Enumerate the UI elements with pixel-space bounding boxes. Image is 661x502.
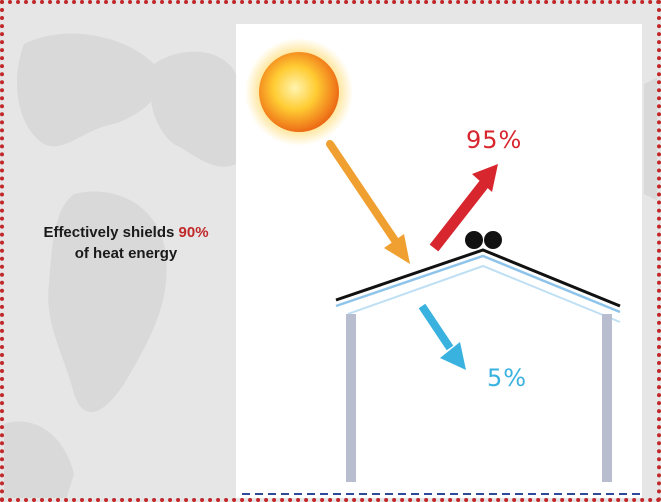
world-map-background (4, 33, 657, 498)
building-walls (346, 314, 612, 482)
transmitted-heat-arrow (418, 303, 466, 370)
sun-icon (245, 38, 353, 146)
incoming-heat-arrow (326, 140, 410, 264)
caption-suffix: of heat energy (74, 245, 178, 262)
reflected-percent-label: 95% (466, 126, 523, 154)
diagram-panel: 95% 5% (236, 24, 642, 498)
caption-highlight-percent: 90% (178, 224, 209, 241)
heat-reflection-diagram (242, 38, 642, 495)
transmitted-percent-label: 5% (487, 364, 528, 392)
roof (335, 231, 621, 323)
heat-shield-caption: Effectively shields 90% of heat energy (16, 222, 236, 264)
reflected-heat-arrow (429, 164, 498, 252)
caption-prefix: Effectively shields (43, 224, 175, 241)
